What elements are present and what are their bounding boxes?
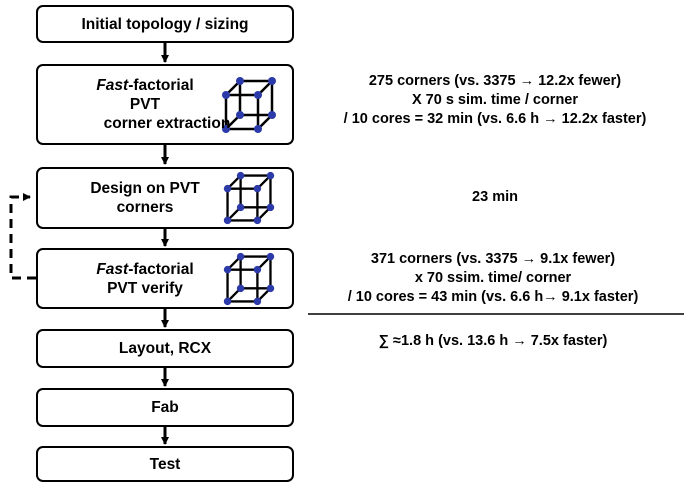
step-initial-label: Initial topology / sizing (81, 15, 249, 33)
cube-node (223, 265, 232, 273)
cube-node (222, 124, 230, 133)
verify-fast-emph: Fast (96, 260, 129, 278)
cube-node (236, 284, 245, 292)
verify-stats: 371 corners (vs. 3375 → 9.1x fewer) x 70… (300, 250, 686, 307)
extraction-factorial: -factorial (128, 77, 194, 94)
step-layout-label: Layout, RCX (118, 340, 212, 357)
cube-node (268, 110, 276, 119)
extraction-fast-emph: Fast (96, 77, 129, 94)
step-corner-extraction: Fast-factorial PVT corner extraction (36, 64, 294, 145)
step-verify-label: Fast-factorial PVT verify (96, 260, 193, 298)
feedback-loop (9, 193, 36, 280)
step-design-on-corners: Design on PVT corners (36, 167, 294, 229)
cube-icon (223, 171, 275, 225)
cube-node (253, 216, 262, 225)
extraction-stat-line: / 10 cores = 32 min (vs. 6.6 h → 12.2x f… (343, 111, 647, 127)
cube-node (223, 216, 232, 225)
cube-node (236, 203, 245, 212)
verify-stat-line: x 70 ssim. time/ corner (414, 270, 572, 286)
design-line1: Design on PVT (90, 180, 200, 197)
cube-node (253, 184, 262, 193)
extraction-line2: PVT (129, 96, 161, 113)
step-pvt-verify: Fast-factorial PVT verify (36, 248, 294, 309)
cube-node (223, 184, 232, 193)
cube-node (266, 252, 275, 260)
cube-node (266, 171, 275, 180)
step-extraction-label: Fast-factorial PVT corner extraction (82, 76, 230, 133)
step-fab: Fab (36, 388, 294, 427)
cube-node (236, 171, 245, 180)
cube-node (222, 90, 230, 99)
cube-node (253, 265, 262, 273)
step-test: Test (36, 446, 294, 482)
cube-node (223, 297, 232, 305)
verify-stat-line: / 10 cores = 43 min (vs. 6.6 h→ 9.1x fas… (347, 289, 639, 305)
extraction-stat-line: 275 corners (vs. 3375 → 12.2x fewer) (368, 73, 622, 89)
verify-line2: PVT verify (107, 279, 183, 297)
cube-node (236, 252, 245, 260)
cube-node (268, 76, 276, 85)
cube-icon (222, 76, 276, 133)
cube-node (266, 284, 275, 292)
cube-icon (223, 252, 275, 305)
cube-node (253, 297, 262, 305)
step-fab-label: Fab (151, 399, 179, 416)
cube-node (236, 76, 244, 85)
step-design-label: Design on PVT corners (90, 179, 199, 217)
cube-node (236, 110, 244, 119)
extraction-stat-line: X 70 s sim. time / corner (411, 92, 579, 108)
cube-node (254, 90, 262, 99)
cube-node (266, 203, 275, 212)
verify-factorial: -factorial (128, 260, 194, 278)
design-line2: corners (116, 199, 174, 216)
cube-node (254, 124, 262, 133)
total-time-sum: ∑ ≈1.8 h (vs. 13.6 h → 7.5x faster) (378, 333, 608, 349)
extraction-line3: corner extraction (103, 115, 231, 132)
step-initial-topology: Initial topology / sizing (36, 5, 294, 43)
verify-stat-line: 371 corners (vs. 3375 → 9.1x fewer) (370, 251, 616, 267)
step-test-label: Test (149, 455, 181, 473)
extraction-stats: 275 corners (vs. 3375 → 12.2x fewer) X 7… (302, 72, 688, 129)
design-time: 23 min (472, 189, 518, 205)
step-layout-rcx: Layout, RCX (36, 329, 294, 368)
